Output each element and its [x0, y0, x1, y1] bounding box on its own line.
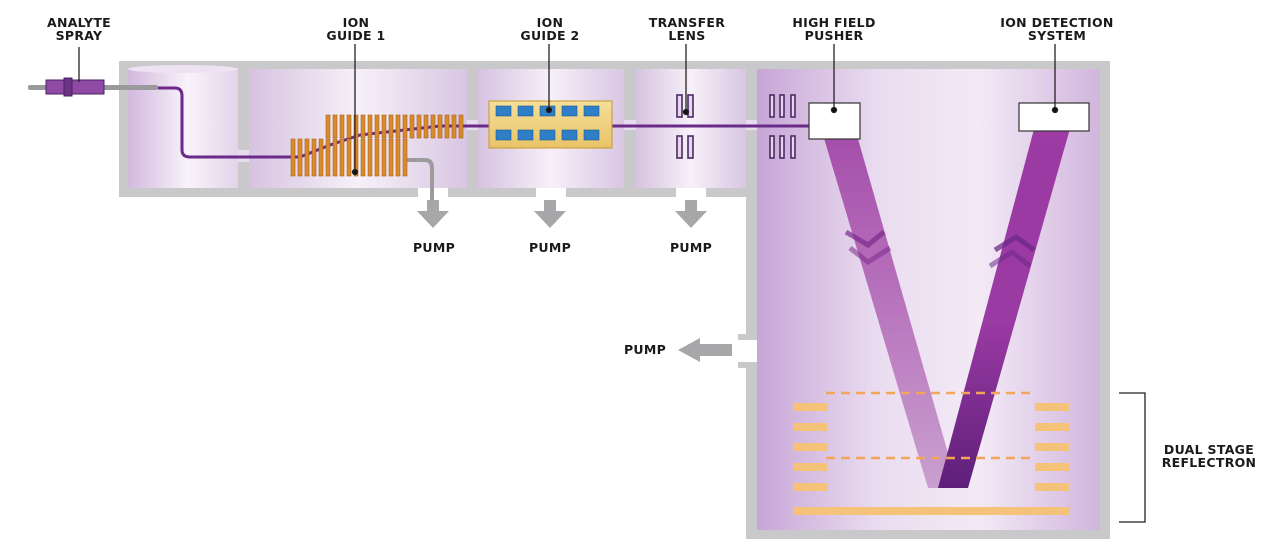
guide2-cell: [561, 129, 578, 141]
guide1-upper-ring: [374, 114, 380, 139]
guide2-cell: [583, 105, 600, 117]
guide2-cell: [583, 129, 600, 141]
guide1-upper-ring: [444, 114, 450, 139]
guide1-upper-ring: [430, 114, 436, 139]
transfer-lens-chamber: [636, 69, 746, 188]
guide1-upper-ring: [409, 114, 415, 139]
side-pump-port: [746, 340, 757, 362]
guide2-cell: [517, 105, 534, 117]
guide2-cell: [561, 105, 578, 117]
guide1-lower-ring: [360, 138, 366, 177]
guide2-cell: [495, 105, 512, 117]
guide1-lower-ring: [325, 138, 331, 177]
guide1-upper-ring: [325, 114, 331, 139]
guide1-upper-ring: [395, 114, 401, 139]
reflectron-plate-left: [793, 423, 827, 431]
guide2-cell: [539, 129, 556, 141]
guide1-upper-ring: [381, 114, 387, 139]
guide1-lower-ring: [339, 138, 345, 177]
reflectron-plate-left: [793, 443, 827, 451]
reflectron-back-plate: [793, 507, 1070, 515]
guide1-lower-ring: [346, 138, 352, 177]
guide1-upper-ring: [437, 114, 443, 139]
guide1-lower-ring: [395, 138, 401, 177]
guide2-cell: [517, 129, 534, 141]
pump-label-2: PUMP: [528, 240, 572, 255]
pump-arrow-3: [675, 200, 707, 228]
reflectron-plate-right: [1035, 463, 1069, 471]
guide1-upper-ring: [458, 114, 464, 139]
v-flight-path: [818, 118, 1073, 488]
ion-guide-1-electrodes: [290, 114, 464, 177]
guide1-lower-ring: [381, 138, 387, 177]
guide1-lower-ring: [318, 138, 324, 177]
guide1-lower-ring: [311, 138, 317, 177]
guide1-lower-ring: [388, 138, 394, 177]
reflectron-plate-right: [1035, 443, 1069, 451]
guide1-lower-ring: [353, 138, 359, 177]
guide1-upper-ring: [367, 114, 373, 139]
reflectron-electrodes: [793, 391, 1070, 515]
guide1-upper-ring: [451, 114, 457, 139]
label-leaders: [78, 44, 1146, 523]
pump-label-1: PUMP: [412, 240, 456, 255]
guide1-lower-ring: [367, 138, 373, 177]
pump-label-3: PUMP: [669, 240, 713, 255]
guide1-lower-ring: [290, 138, 296, 177]
reflectron-plate-right: [1035, 403, 1069, 411]
pump-label-4: PUMP: [623, 342, 667, 357]
guide1-lower-ring: [304, 138, 310, 177]
reflectron-plate-left: [793, 463, 827, 471]
guide1-lower-ring: [374, 138, 380, 177]
pump-arrow-1: [417, 200, 449, 228]
reflectron-plate-right: [1035, 483, 1069, 491]
capillary-tube: [405, 158, 434, 200]
reflectron-plate-left: [793, 403, 827, 411]
guide2-cell: [495, 129, 512, 141]
transfer-lens: [676, 94, 694, 159]
guide1-upper-ring: [332, 114, 338, 139]
pump-arrow-4: [678, 338, 732, 362]
guide1-upper-ring: [360, 114, 366, 139]
reflectron-plate-right: [1035, 423, 1069, 431]
guide1-lower-ring: [402, 138, 408, 177]
reflectron-plate-left: [793, 483, 827, 491]
guide1-upper-ring: [353, 114, 359, 139]
guide1-lower-ring: [332, 138, 338, 177]
analyte-spray-needle: [28, 77, 158, 97]
guide1-lower-ring: [297, 138, 303, 177]
guide1-upper-ring: [416, 114, 422, 139]
pump-arrows: [417, 200, 732, 362]
guide1-upper-ring: [423, 114, 429, 139]
guide1-upper-ring: [339, 114, 345, 139]
pump-arrow-2: [534, 200, 566, 228]
tof-entrance-slits: [769, 94, 796, 159]
guide1-upper-ring: [346, 114, 352, 139]
guide1-upper-ring: [388, 114, 394, 139]
guide1-upper-ring: [402, 114, 408, 139]
ion-beam: [158, 86, 830, 159]
